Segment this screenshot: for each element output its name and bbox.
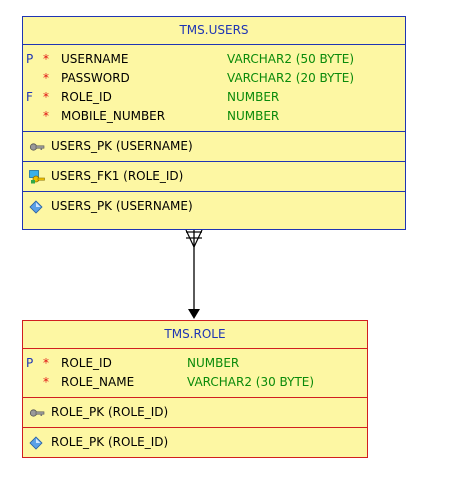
column-name: MOBILE_NUMBER — [61, 109, 166, 123]
column-type: VARCHAR2 (30 BYTE) — [187, 375, 315, 389]
column-name: ROLE_ID — [61, 90, 112, 104]
primary-key-flag: P — [26, 356, 34, 370]
constraint-label: ROLE_PK (ROLE_ID) — [51, 405, 169, 419]
column-type: NUMBER — [227, 109, 280, 123]
column-row-role-id[interactable]: P * ROLE_ID NUMBER — [23, 354, 367, 373]
users-primary-key-constraint[interactable]: USERS_PK (USERNAME) — [23, 132, 405, 162]
constraint-label: USERS_PK (USERNAME) — [51, 139, 193, 153]
column-name: ROLE_ID — [61, 356, 112, 370]
arrowhead-marker — [188, 309, 200, 319]
column-row-mobile-number[interactable]: * MOBILE_NUMBER NUMBER — [23, 107, 405, 126]
column-name: USERNAME — [61, 52, 129, 66]
role-table-entity[interactable]: TMS.ROLE P * ROLE_ID NUMBER * ROLE_NAME … — [22, 320, 368, 458]
users-table-entity[interactable]: TMS.USERS P * USERNAME VARCHAR2 (50 BYTE… — [22, 16, 406, 230]
required-marker: * — [43, 375, 49, 389]
required-marker: * — [43, 52, 49, 66]
required-marker: * — [43, 109, 49, 123]
role-columns-section: P * ROLE_ID NUMBER * ROLE_NAME VARCHAR2 … — [23, 349, 367, 398]
role-primary-key-constraint[interactable]: ROLE_PK (ROLE_ID) — [23, 398, 367, 428]
column-row-username[interactable]: P * USERNAME VARCHAR2 (50 BYTE) — [23, 50, 405, 69]
column-row-role-name[interactable]: * ROLE_NAME VARCHAR2 (30 BYTE) — [23, 373, 367, 392]
index-diamond-icon — [29, 436, 43, 450]
users-index[interactable]: USERS_PK (USERNAME) — [23, 192, 405, 221]
users-foreign-key-constraint[interactable]: USERS_FK1 (ROLE_ID) — [23, 162, 405, 192]
key-icon — [29, 409, 45, 417]
primary-key-flag: P — [26, 52, 34, 66]
column-type: NUMBER — [227, 90, 280, 104]
column-name: ROLE_NAME — [61, 375, 135, 389]
constraint-label: USERS_FK1 (ROLE_ID) — [51, 169, 184, 183]
foreign-key-icon — [29, 170, 45, 184]
index-label: ROLE_PK (ROLE_ID) — [51, 435, 169, 449]
column-name: PASSWORD — [61, 71, 130, 85]
foreign-key-flag: F — [26, 90, 33, 104]
role-table-title: TMS.ROLE — [23, 321, 367, 349]
users-columns-section: P * USERNAME VARCHAR2 (50 BYTE) * PASSWO… — [23, 45, 405, 132]
column-row-role-id[interactable]: F * ROLE_ID NUMBER — [23, 88, 405, 107]
role-index[interactable]: ROLE_PK (ROLE_ID) — [23, 428, 367, 457]
required-marker: * — [43, 90, 49, 104]
column-type: NUMBER — [187, 356, 240, 370]
required-marker: * — [43, 71, 49, 85]
index-diamond-icon — [29, 200, 43, 214]
column-type: VARCHAR2 (20 BYTE) — [227, 71, 355, 85]
index-label: USERS_PK (USERNAME) — [51, 199, 193, 213]
key-icon — [29, 143, 45, 151]
users-table-title: TMS.USERS — [23, 17, 405, 45]
required-marker: * — [43, 356, 49, 370]
column-row-password[interactable]: * PASSWORD VARCHAR2 (20 BYTE) — [23, 69, 405, 88]
column-type: VARCHAR2 (50 BYTE) — [227, 52, 355, 66]
crows-foot-marker — [185, 229, 203, 248]
